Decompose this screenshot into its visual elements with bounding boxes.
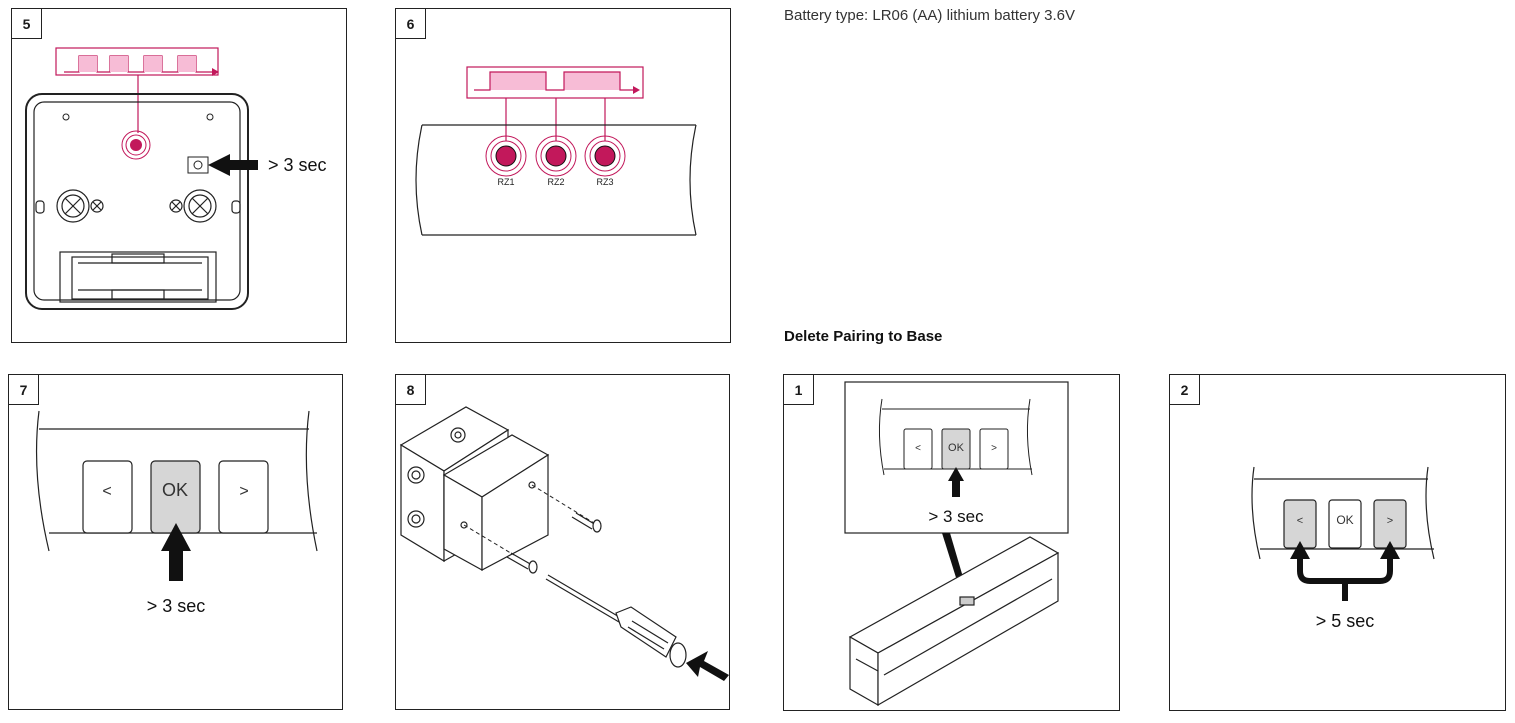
right-button-label: >: [239, 483, 248, 500]
ok-button-press-illustration: < OK > > 3 sec: [35, 410, 318, 616]
arrow-buttons-press-illustration: < OK > > 5 sec: [1251, 466, 1435, 631]
led-label-rz2: RZ2: [547, 177, 564, 187]
left-button-label: <: [1297, 515, 1303, 527]
delete-step-2-panel: < OK > > 5 sec 2: [1169, 374, 1506, 711]
step-number: 6: [396, 9, 426, 39]
step-number: 5: [12, 9, 42, 39]
step-5-panel: > 3 sec 5: [11, 8, 347, 343]
press-arrow-right-icon: [1380, 541, 1400, 559]
right-button-label: >: [991, 443, 997, 454]
press-arrow-icon: [161, 523, 191, 581]
step-5-duration: > 3 sec: [268, 155, 327, 175]
step-8-panel: 8: [395, 374, 730, 710]
led-label-rz3: RZ3: [596, 177, 613, 187]
step-6-panel: RZ1 RZ2 RZ3 6: [395, 8, 731, 343]
wall-mount-screw-illustration: [399, 406, 729, 681]
step-number: 8: [396, 375, 426, 405]
ok-button-label: OK: [1336, 513, 1353, 527]
base-unit-ok-press-illustration: < OK > > 3 sec: [844, 381, 1069, 707]
step-number: 7: [9, 375, 39, 405]
step-7-duration: > 3 sec: [147, 596, 206, 616]
ok-button-label: OK: [162, 480, 188, 500]
delete-step-2-duration: > 5 sec: [1316, 611, 1375, 631]
delete-step-1-duration: > 3 sec: [928, 507, 984, 526]
press-arrow-icon: [948, 467, 964, 497]
battery-type-note: Battery type: LR06 (AA) lithium battery …: [784, 7, 1075, 24]
push-arrow-icon: [686, 651, 729, 681]
delete-step-1-panel: < OK > > 3 sec 1: [783, 374, 1120, 711]
thermostat-back-illustration: > 3 sec: [25, 47, 327, 310]
left-button-label: <: [102, 483, 111, 500]
ok-button-label: OK: [948, 442, 965, 454]
step-number: 2: [1170, 375, 1200, 405]
left-button-label: <: [915, 443, 921, 454]
press-arrow-left-icon: [1290, 541, 1310, 559]
delete-pairing-heading: Delete Pairing to Base: [784, 328, 943, 345]
step-7-panel: < OK > > 3 sec 7: [8, 374, 343, 710]
step-number: 1: [784, 375, 814, 405]
led-label-rz1: RZ1: [497, 177, 514, 187]
right-button-label: >: [1387, 515, 1393, 527]
led-indicators-illustration: RZ1 RZ2 RZ3: [415, 66, 697, 236]
